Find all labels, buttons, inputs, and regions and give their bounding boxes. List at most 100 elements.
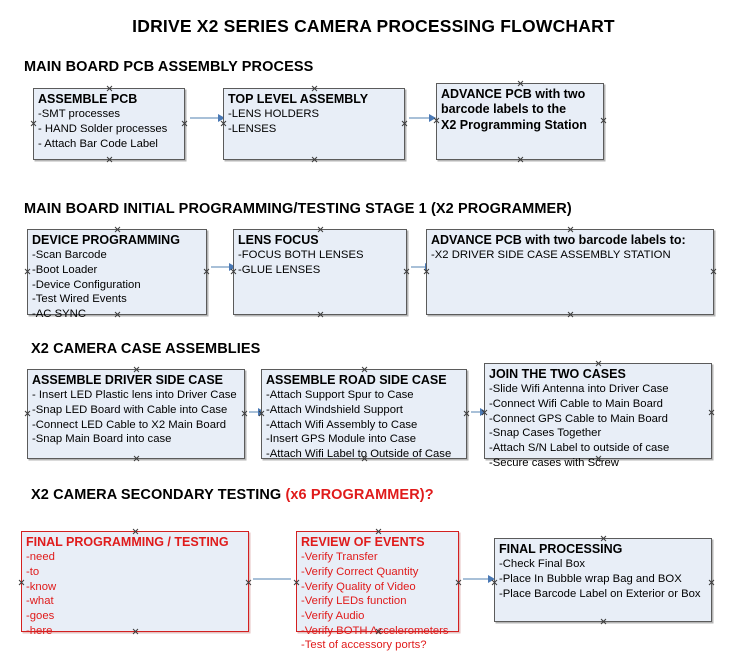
node-header: TOP LEVEL ASSEMBLY bbox=[228, 92, 369, 106]
connector-handle-right[interactable] bbox=[245, 579, 252, 586]
connector-handle-right[interactable] bbox=[181, 120, 188, 127]
connector-handle-right[interactable] bbox=[403, 268, 410, 275]
node-line: -Snap Main Board into case bbox=[32, 433, 172, 446]
connector-arrow bbox=[229, 263, 236, 271]
connector-handle-bottom[interactable] bbox=[600, 618, 607, 625]
connector-handle-top[interactable] bbox=[133, 366, 140, 373]
node-line: -Connect GPS Cable to Main Board bbox=[489, 412, 668, 425]
connector-handle-top[interactable] bbox=[517, 80, 524, 87]
node-line: -X2 DRIVER SIDE CASE ASSEMBLY STATION bbox=[431, 249, 671, 262]
section-title-text: MAIN BOARD INITIAL PROGRAMMING/TESTING S… bbox=[24, 201, 572, 217]
connector-handle-bottom[interactable] bbox=[133, 455, 140, 462]
node-header: ASSEMBLE ROAD SIDE CASE bbox=[266, 373, 447, 387]
connector-handle-right[interactable] bbox=[203, 268, 210, 275]
node-assemble-pcb[interactable]: ASSEMBLE PCB -SMT processes - HAND Solde… bbox=[33, 88, 185, 160]
connector-handle-left[interactable] bbox=[30, 120, 37, 127]
section-title-x2-camera-case-assemblies: X2 CAMERA CASE ASSEMBLIES bbox=[31, 341, 260, 357]
node-top-level-assembly[interactable]: TOP LEVEL ASSEMBLY -LENS HOLDERS -LENSES bbox=[223, 88, 405, 160]
connector-handle-bottom[interactable] bbox=[317, 311, 324, 318]
node-line: -Verify Quality of Video bbox=[301, 580, 416, 593]
connector-line bbox=[411, 266, 429, 268]
connector-line bbox=[211, 266, 233, 268]
node-line: -Connect LED Cable to X2 Main Board bbox=[32, 418, 227, 431]
node-line: -Connect Wifi Cable to Main Board bbox=[489, 397, 663, 410]
connector-arrow bbox=[429, 114, 436, 122]
connector-handle-right[interactable] bbox=[710, 268, 717, 275]
node-line: -LENS HOLDERS bbox=[228, 108, 320, 121]
connector-handle-top[interactable] bbox=[375, 528, 382, 535]
node-line: -Place Barcode Label on Exterior or Box bbox=[499, 587, 701, 600]
connector-line bbox=[471, 411, 485, 413]
node-lens-focus[interactable]: LENS FOCUS -FOCUS BOTH LENSES -GLUE LENS… bbox=[233, 229, 407, 315]
node-header: ASSEMBLE PCB bbox=[38, 92, 138, 106]
node-header: ASSEMBLE DRIVER SIDE CASE bbox=[32, 373, 224, 387]
connector-handle-bottom[interactable] bbox=[517, 156, 524, 163]
node-line: -Verify Correct Quantity bbox=[301, 565, 419, 578]
node-assemble-driver-side-case[interactable]: ASSEMBLE DRIVER SIDE CASE - Insert LED P… bbox=[27, 369, 245, 459]
node-assemble-road-side-case[interactable]: ASSEMBLE ROAD SIDE CASE -Attach Support … bbox=[261, 366, 470, 460]
node-line: -AC SYNC bbox=[32, 307, 86, 320]
connector-handle-right[interactable] bbox=[600, 117, 607, 124]
connector-handle-left[interactable] bbox=[24, 410, 31, 417]
node-header: FINAL PROCESSING bbox=[499, 542, 623, 556]
node-line: -Secure cases with Screw bbox=[489, 456, 619, 469]
connector-handle-bottom[interactable] bbox=[567, 311, 574, 318]
node-line: -Attach S/N Label to outside of case bbox=[489, 441, 670, 454]
section-title-accent: (x6 PROGRAMMER)? bbox=[285, 487, 434, 503]
node-line: -Attach Support Spur to Case bbox=[266, 389, 414, 402]
connector-handle-right[interactable] bbox=[401, 120, 408, 127]
node-line: barcode labels to the bbox=[441, 102, 567, 117]
connector-handle-right[interactable] bbox=[463, 410, 470, 417]
node-advance-pcb-driver-side-case-station[interactable]: ADVANCE PCB with two barcode labels to: … bbox=[426, 229, 714, 315]
node-line: -need bbox=[26, 551, 55, 564]
node-device-programming[interactable]: DEVICE PROGRAMMING -Scan Barcode -Boot L… bbox=[24, 226, 210, 320]
node-line: -Attach Wifi Label to Outside of Case bbox=[266, 447, 452, 460]
connector-handle-top[interactable] bbox=[106, 85, 113, 92]
section-title-text: X2 CAMERA SECONDARY TESTING bbox=[31, 487, 286, 503]
node-line-overflow: -Test of accessory ports? bbox=[301, 639, 427, 652]
node-header: REVIEW OF EVENTS bbox=[301, 535, 425, 549]
connector-handle-bottom[interactable] bbox=[106, 156, 113, 163]
node-line: -Device Configuration bbox=[32, 278, 141, 291]
node-line: -what bbox=[26, 595, 54, 608]
connector-handle-left[interactable] bbox=[24, 268, 31, 275]
connector-handle-top[interactable] bbox=[132, 528, 139, 535]
node-header: JOIN THE TWO CASES bbox=[489, 367, 626, 381]
node-line: X2 Programming Station bbox=[441, 117, 587, 132]
connector-handle-left[interactable] bbox=[293, 579, 300, 586]
connector-handle-right[interactable] bbox=[455, 579, 462, 586]
node-final-processing[interactable]: FINAL PROCESSING -Check Final Box -Place… bbox=[494, 538, 712, 622]
node-header: DEVICE PROGRAMMING bbox=[32, 233, 180, 247]
node-line: -Place In Bubble wrap Bag and BOX bbox=[499, 572, 682, 585]
node-advance-pcb-x2-programming-station[interactable]: ADVANCE PCB with two barcode labels to t… bbox=[436, 83, 604, 160]
node-final-programming-testing[interactable]: FINAL PROGRAMMING / TESTING -need -to -k… bbox=[18, 528, 252, 637]
connector-handle-top[interactable] bbox=[114, 226, 121, 233]
node-review-of-events[interactable]: REVIEW OF EVENTS -Verify Transfer -Verif… bbox=[293, 528, 462, 651]
connector-handle-left[interactable] bbox=[18, 579, 25, 586]
connector-handle-top[interactable] bbox=[595, 360, 602, 367]
node-header: ADVANCE PCB with two barcode labels to: bbox=[431, 233, 686, 247]
connector-handle-top[interactable] bbox=[311, 85, 318, 92]
connector-handle-right[interactable] bbox=[708, 579, 715, 586]
node-line: -Scan Barcode bbox=[32, 249, 107, 262]
connector-line bbox=[463, 578, 493, 580]
connector-line bbox=[249, 411, 263, 413]
node-line: -Verify Transfer bbox=[301, 551, 378, 564]
page-title: IDRIVE X2 SERIES CAMERA PROCESSING FLOWC… bbox=[132, 16, 615, 36]
node-line: -goes bbox=[26, 609, 55, 622]
node-join-the-two-cases[interactable]: JOIN THE TWO CASES -Slide Wifi Antenna i… bbox=[484, 360, 715, 469]
connector-handle-right[interactable] bbox=[708, 409, 715, 416]
connector-handle-top[interactable] bbox=[600, 535, 607, 542]
connector-handle-right[interactable] bbox=[241, 410, 248, 417]
connector-handle-top[interactable] bbox=[317, 226, 324, 233]
node-line: -Attach Wifi Assembly to Case bbox=[266, 418, 418, 431]
connector-handle-bottom[interactable] bbox=[311, 156, 318, 163]
connector-handle-top[interactable] bbox=[361, 366, 368, 373]
node-line: -Check Final Box bbox=[499, 558, 586, 571]
node-header: LENS FOCUS bbox=[238, 233, 319, 247]
node-line: -Insert GPS Module into Case bbox=[266, 433, 417, 446]
connector-handle-top[interactable] bbox=[567, 226, 574, 233]
section-title-text: MAIN BOARD PCB ASSEMBLY PROCESS bbox=[24, 59, 314, 75]
node-line: -Verify BOTH Accelerometers bbox=[301, 624, 449, 637]
